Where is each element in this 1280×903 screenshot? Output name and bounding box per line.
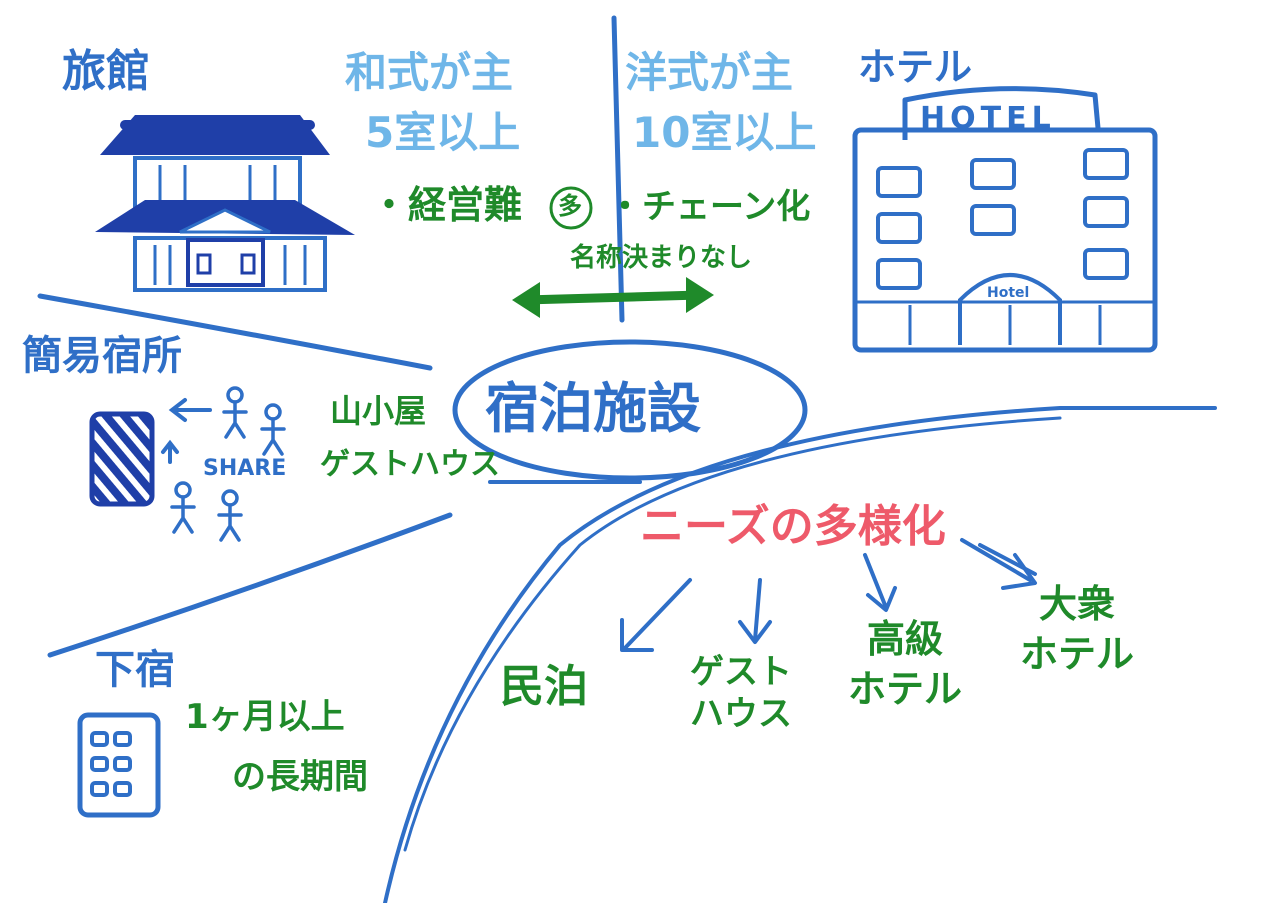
stick-figures-icon <box>170 386 286 542</box>
divider-kaniyado-bottom <box>47 512 453 658</box>
needs-branch-minpaku: 民泊 <box>500 665 588 709</box>
center-oval <box>452 339 808 481</box>
geshuku-note-duration: 1ヶ月以上 <box>185 697 345 737</box>
needs-title: ニーズの多様化 <box>640 501 946 552</box>
management-label: ・経営難 <box>370 183 523 227</box>
needs-branch-luxury-hotel-line2: ホテル <box>848 667 963 711</box>
hotel-door-sign: Hotel <box>987 285 1030 301</box>
kaniyado-example-guesthouse: ゲストハウス <box>320 447 500 482</box>
needs-arrows-icon <box>620 538 1037 652</box>
needs-branch-guesthouse: ゲスト ハウス <box>690 655 792 731</box>
share-arrow-icon <box>161 398 212 464</box>
ryokan-title: 旅館 <box>62 46 150 97</box>
kaniyado-title: 簡易宿所 <box>22 333 182 379</box>
needs-branch-budget-hotel-line2: ホテル <box>1020 632 1135 676</box>
needs-branch-budget-hotel-line1: 大衆 <box>1039 582 1116 626</box>
ryokan-condition-rooms: 5室以上 <box>365 108 521 157</box>
divider-curve-outer <box>383 406 1217 903</box>
arrow-caption: 名称決まりなし <box>570 243 753 273</box>
geshuku-note-longterm: の長期間 <box>232 757 368 797</box>
ryokan-condition-style: 和式が主 <box>345 48 514 97</box>
chain-label: ・チェーン化 <box>608 187 811 227</box>
double-arrow-icon <box>512 277 714 318</box>
hotel-sign: HOTEL <box>920 101 1056 136</box>
share-label: SHARE <box>203 456 287 481</box>
management-badge-circle <box>549 186 593 230</box>
divider-kaniyado-top <box>37 293 433 371</box>
needs-branch-minpaku-line1: 民泊 <box>500 661 588 712</box>
needs-branch-luxury-hotel: 高級 ホテル <box>848 620 962 708</box>
center-title: 宿泊施設 <box>485 377 701 440</box>
hotel-condition-rooms: 10室以上 <box>632 108 817 157</box>
ryokan-building-icon <box>95 115 355 292</box>
hotel-condition-style: 洋式が主 <box>625 48 794 97</box>
needs-branch-guesthouse-line1: ゲスト <box>690 652 792 692</box>
geshuku-building-icon <box>77 712 161 818</box>
needs-branch-budget-hotel: 大衆 ホテル <box>1020 585 1134 673</box>
kaniyado-example-hut: 山小屋 <box>330 392 427 430</box>
needs-branch-luxury-hotel-line1: 高級 <box>867 617 944 661</box>
management-badge: 多 <box>558 192 582 220</box>
divider-curve-inner <box>403 416 1062 852</box>
geshuku-title: 下宿 <box>95 647 175 693</box>
divider-vertical-line <box>611 15 625 323</box>
needs-branch-guesthouse-line2: ハウス <box>690 694 792 734</box>
hotel-title: ホテル <box>858 45 973 89</box>
hatched-room-icon <box>89 411 155 507</box>
hotel-building-icon <box>852 86 1158 353</box>
